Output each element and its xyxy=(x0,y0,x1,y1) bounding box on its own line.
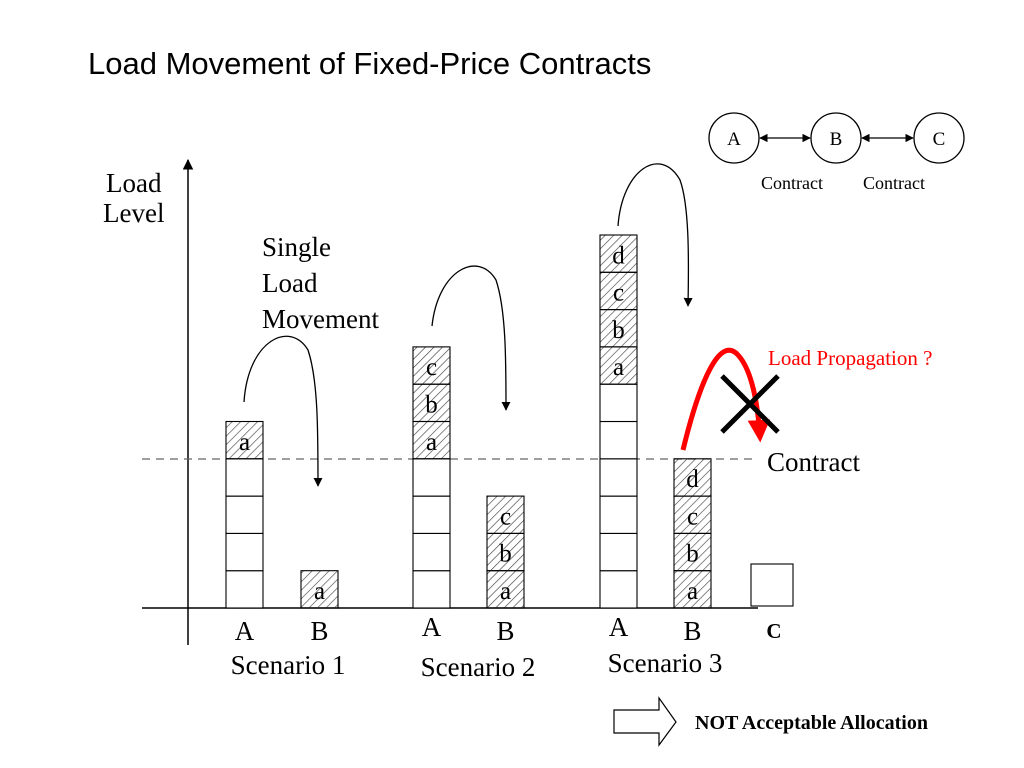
unit-block-s2-a-4 xyxy=(412,458,451,497)
load-block-s2-a-c xyxy=(412,346,451,385)
load-block-s3-a-c xyxy=(599,271,638,311)
network-node-a xyxy=(708,112,760,164)
single-load-label-1: Single xyxy=(262,232,331,262)
unit-block-s3-a-4 xyxy=(599,458,638,497)
unit-block-s3-a-6 xyxy=(599,383,638,423)
load-propagation-label: Load Propagation ? xyxy=(768,346,932,370)
propagation-arrow xyxy=(680,347,771,451)
move-arrow-scenario-1 xyxy=(243,335,323,487)
reject-cross xyxy=(720,374,780,434)
unit-block-s1-a-3 xyxy=(225,495,264,534)
unit-block-s1-a-2 xyxy=(225,532,264,572)
axis-label-load: Load xyxy=(106,168,162,198)
network-node-b xyxy=(810,112,862,164)
unit-block-s1-a-1 xyxy=(225,570,264,609)
load-label-s3-b-c: c xyxy=(687,503,698,530)
load-block-s2-b-c xyxy=(486,495,525,534)
single-load-label-3: Movement xyxy=(262,304,379,334)
move-arrow-scenario-3 xyxy=(617,163,693,307)
load-block-s2-a-b xyxy=(412,383,451,423)
load-label-s3-a-a: a xyxy=(613,354,624,381)
column-label-s3-b: B xyxy=(683,616,701,646)
scenario-label-2: Scenario 2 xyxy=(421,652,536,682)
unit-block-s3-a-5 xyxy=(599,420,638,460)
contract-label: Contract xyxy=(767,447,860,477)
load-block-s2-a-a xyxy=(412,420,451,460)
network-node-c xyxy=(913,112,965,164)
slide-title: Load Movement of Fixed-Price Contracts xyxy=(88,46,652,81)
load-label-s2-a-a: a xyxy=(426,429,437,456)
load-label-s3-b-b: b xyxy=(686,541,699,568)
load-block-s2-b-a xyxy=(486,570,525,609)
network-link-ab-label: Contract xyxy=(761,173,823,193)
unit-block-s3-a-3 xyxy=(599,495,638,534)
unit-block-s3-a-2 xyxy=(599,532,638,572)
load-label-s2-a-c: c xyxy=(426,354,437,381)
load-label-s3-b-d: d xyxy=(686,466,699,493)
load-label-s3-b-a: a xyxy=(687,578,698,605)
network-node-a-label: A xyxy=(727,129,741,150)
network-diagram: A B C Contract Contract xyxy=(708,112,965,193)
load-block-s1-a-a xyxy=(225,420,264,460)
scenario-label-3: Scenario 3 xyxy=(608,648,723,678)
scenario-label-1: Scenario 1 xyxy=(231,650,346,680)
column-label-s1-a: A xyxy=(235,616,255,646)
column-label-s2-b: B xyxy=(496,616,514,646)
load-block-s3-b-b xyxy=(673,532,712,572)
load-label-s3-a-b: b xyxy=(612,317,625,344)
move-arrow-scenario-2 xyxy=(431,265,511,411)
load-block-s3-a-d xyxy=(599,234,638,273)
unit-block-s2-a-3 xyxy=(412,495,451,534)
load-block-s3-a-a xyxy=(599,346,638,385)
load-block-s3-a-b xyxy=(599,309,638,348)
unit-block-s2-a-1 xyxy=(412,570,451,609)
load-block-s1-b-a xyxy=(300,570,339,609)
column-label-s1-b: B xyxy=(310,616,328,646)
axis-label-level: Level xyxy=(103,198,164,228)
load-label-s2-b-a: a xyxy=(500,578,511,605)
column-c-block-1 xyxy=(750,563,794,607)
column-label-s2-a: A xyxy=(422,612,442,642)
load-label-s2-a-b: b xyxy=(425,392,438,419)
load-label-s3-a-c: c xyxy=(613,280,624,307)
load-label-s3-a-d: d xyxy=(612,242,625,269)
load-label-s1-a-a: a xyxy=(239,429,250,456)
network-node-b-label: B xyxy=(830,129,843,150)
load-block-s3-b-d xyxy=(673,458,712,497)
load-label-s2-b-b: b xyxy=(499,541,512,568)
hollow-arrow-icon xyxy=(613,696,677,747)
not-acceptable-label: NOT Acceptable Allocation xyxy=(695,712,928,734)
load-label-s1-b-a: a xyxy=(314,578,325,605)
network-node-c-label: C xyxy=(933,129,946,150)
unit-block-s1-a-4 xyxy=(225,458,264,497)
column-label-s3-a: A xyxy=(609,612,629,642)
load-block-s2-b-b xyxy=(486,532,525,572)
unit-block-s3-a-1 xyxy=(599,570,638,609)
network-link-bc-label: Contract xyxy=(863,173,925,193)
single-load-label-2: Load xyxy=(262,268,318,298)
load-block-s3-b-c xyxy=(673,495,712,534)
load-block-s3-b-a xyxy=(673,570,712,609)
unit-block-s2-a-2 xyxy=(412,532,451,572)
column-label-c: C xyxy=(766,619,781,643)
load-label-s2-b-c: c xyxy=(500,503,511,530)
